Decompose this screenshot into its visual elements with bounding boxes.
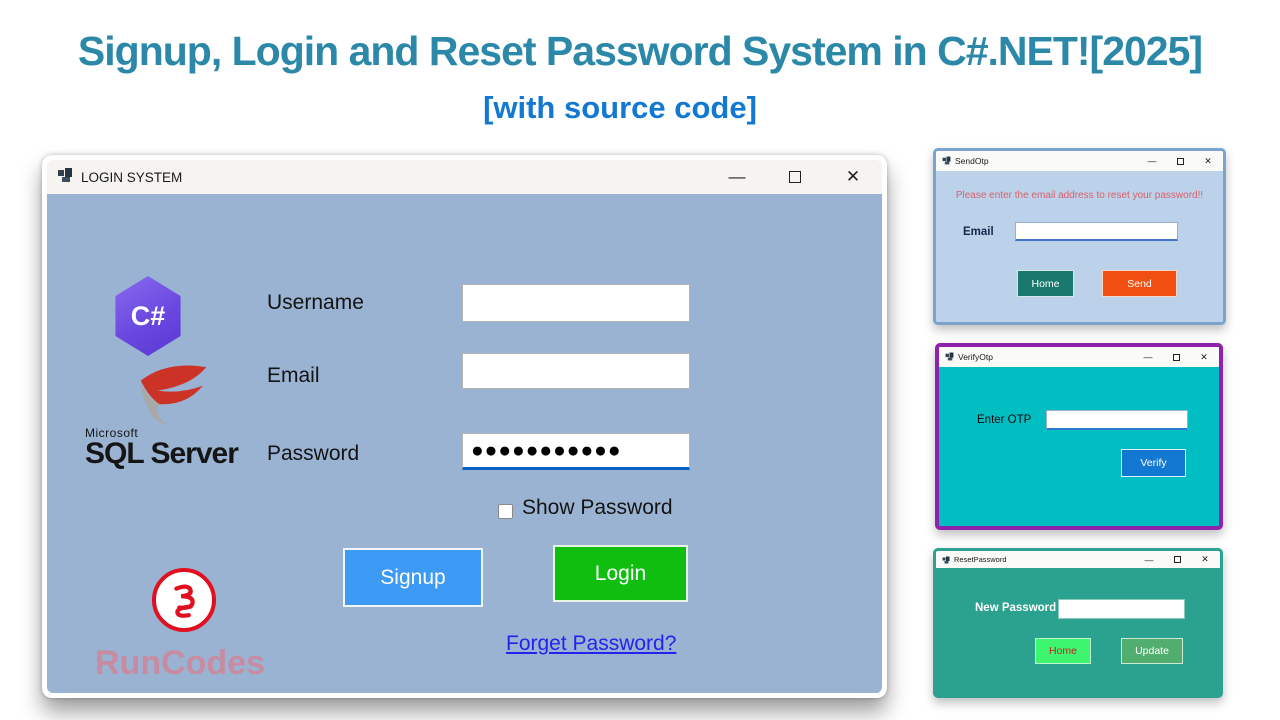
csharp-logo-text: C# bbox=[130, 300, 166, 331]
runcodes-wordmark: RunCodes bbox=[95, 644, 265, 682]
verifyotp-titlebar[interactable]: VerifyOtp — ✕ bbox=[939, 347, 1219, 367]
close-button[interactable]: ✕ bbox=[1201, 554, 1209, 564]
close-button[interactable]: ✕ bbox=[845, 167, 861, 186]
login-button[interactable]: Login bbox=[553, 545, 688, 602]
minimize-button[interactable]: — bbox=[1143, 352, 1153, 362]
sendotp-titlebar[interactable]: SendOtp — ✕ bbox=[936, 151, 1223, 171]
login-window: LOGIN SYSTEM — ✕ C# Microsoft SQL Server… bbox=[42, 155, 887, 698]
maximize-button[interactable] bbox=[1169, 350, 1183, 364]
login-window-body: C# Microsoft SQL Server Username Email P… bbox=[47, 194, 882, 693]
sql-server-logo: Microsoft SQL Server bbox=[85, 362, 257, 474]
maximize-icon bbox=[1172, 353, 1180, 361]
csharp-logo-icon: C# bbox=[115, 276, 181, 356]
password-input[interactable] bbox=[462, 433, 690, 470]
maximize-icon bbox=[1173, 556, 1181, 563]
sendotp-message: Please enter the email address to reset … bbox=[955, 190, 1204, 201]
username-input[interactable] bbox=[462, 284, 690, 322]
runcodes-logo-icon bbox=[152, 568, 216, 632]
email-label: Email bbox=[267, 364, 320, 387]
username-label: Username bbox=[267, 291, 364, 314]
signup-button[interactable]: Signup bbox=[343, 548, 483, 607]
update-button[interactable]: Update bbox=[1121, 638, 1183, 664]
new-password-input[interactable] bbox=[1058, 599, 1185, 619]
maximize-button[interactable] bbox=[780, 162, 810, 192]
minimize-button[interactable]: — bbox=[1147, 156, 1157, 166]
page-subtitle: [with source code] bbox=[483, 90, 757, 125]
email-input[interactable] bbox=[462, 353, 690, 389]
sendotp-body: Please enter the email address to reset … bbox=[936, 171, 1223, 322]
verifyotp-title: VerifyOtp bbox=[958, 352, 993, 362]
resetpassword-title: ResetPassword bbox=[954, 555, 1007, 564]
sendotp-window: SendOtp — ✕ Please enter the email addre… bbox=[933, 148, 1226, 325]
show-password-checkbox[interactable] bbox=[498, 504, 513, 519]
close-button[interactable]: ✕ bbox=[1204, 155, 1212, 166]
forget-password-link[interactable]: Forget Password? bbox=[506, 632, 677, 655]
resetpassword-body: New Password Home Update bbox=[936, 568, 1220, 695]
sendotp-title: SendOtp bbox=[955, 156, 989, 166]
sql-server-label: SQL Server bbox=[85, 437, 239, 470]
minimize-button[interactable]: — bbox=[1144, 554, 1154, 565]
sendotp-home-button[interactable]: Home bbox=[1017, 270, 1074, 297]
show-password-label: Show Password bbox=[522, 496, 673, 519]
close-button[interactable]: ✕ bbox=[1200, 351, 1208, 362]
otp-input[interactable] bbox=[1046, 410, 1188, 430]
maximize-button[interactable] bbox=[1170, 553, 1184, 567]
winforms-app-icon bbox=[57, 167, 73, 188]
resetpassword-home-button[interactable]: Home bbox=[1035, 638, 1091, 664]
sql-server-swoosh-icon bbox=[140, 365, 207, 425]
verify-button[interactable]: Verify bbox=[1121, 449, 1186, 477]
verifyotp-body: Enter OTP Verify bbox=[939, 367, 1219, 526]
maximize-icon bbox=[1176, 157, 1184, 165]
resetpassword-window: ResetPassword — ✕ New Password Home Upda… bbox=[933, 548, 1223, 698]
verifyotp-window: VerifyOtp — ✕ Enter OTP Verify bbox=[935, 343, 1223, 530]
resetpassword-titlebar[interactable]: ResetPassword — ✕ bbox=[936, 551, 1220, 568]
sendotp-email-input[interactable] bbox=[1015, 222, 1178, 241]
minimize-button[interactable]: — bbox=[728, 167, 746, 186]
sendotp-send-button[interactable]: Send bbox=[1102, 270, 1177, 297]
winforms-app-icon bbox=[942, 152, 951, 170]
password-label: Password bbox=[267, 442, 360, 465]
new-password-label: New Password bbox=[975, 602, 1057, 614]
login-window-titlebar[interactable]: LOGIN SYSTEM — ✕ bbox=[47, 160, 882, 194]
login-window-title: LOGIN SYSTEM bbox=[81, 169, 183, 185]
enter-otp-label: Enter OTP bbox=[977, 414, 1032, 426]
sql-microsoft-label: Microsoft bbox=[85, 426, 139, 440]
sendotp-email-label: Email bbox=[963, 226, 994, 238]
winforms-app-icon bbox=[945, 348, 954, 366]
maximize-icon bbox=[789, 171, 801, 183]
maximize-button[interactable] bbox=[1173, 154, 1187, 168]
page-title: Signup, Login and Reset Password System … bbox=[77, 28, 1203, 74]
winforms-app-icon bbox=[942, 551, 950, 569]
